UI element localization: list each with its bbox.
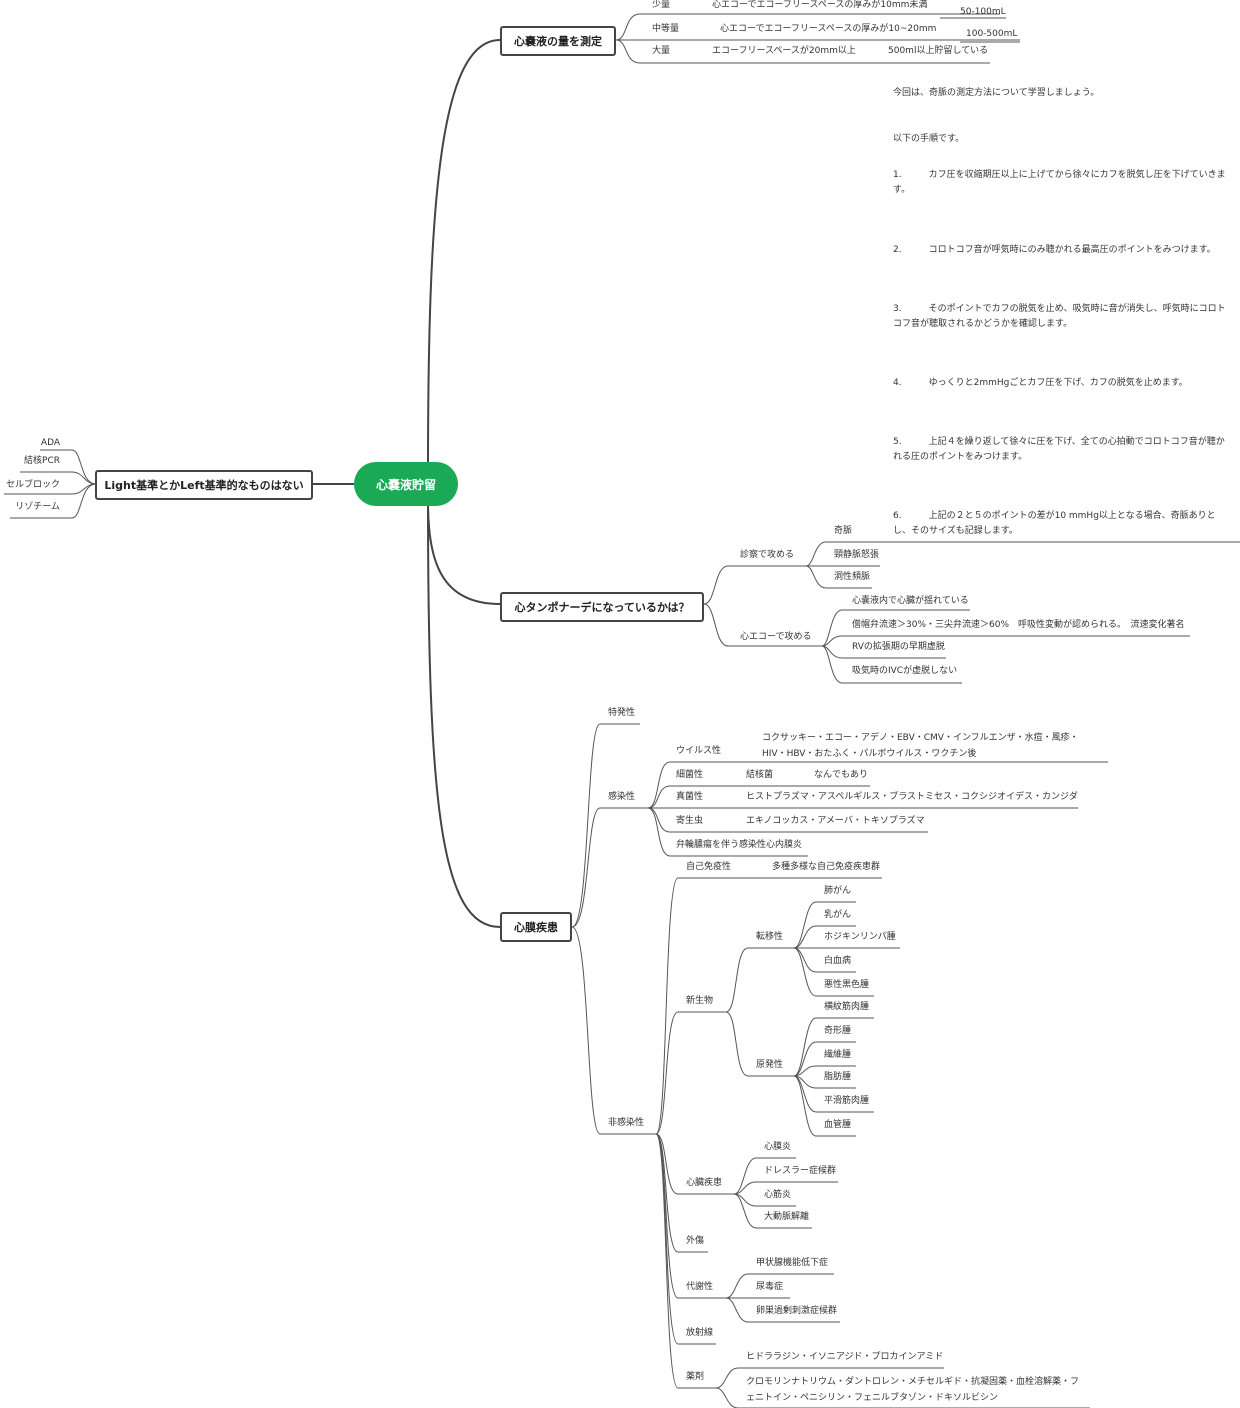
volume-node[interactable]: 心嚢液の量を測定 (500, 26, 616, 56)
met-ohss[interactable]: 卵巣過剰刺激症候群 (756, 1306, 838, 1316)
met-melanoma[interactable]: 悪性黒色腫 (824, 980, 870, 990)
note-step-2: 2. コロトコフ音が呼気時にのみ聴かれる最高圧のポイントをみつけます。 (893, 245, 1216, 255)
note-step-3: 3. そのポイントでカフの脱気を止め、吸気時に音が消失し、呼気時にコロトコフ音が… (893, 304, 1226, 329)
echo-item-swinging[interactable]: 心嚢液内で心臓が揺れている (852, 596, 969, 606)
left-item-lysozyme[interactable]: リゾチーム (15, 502, 60, 512)
cardiac-dressler[interactable]: ドレスラー症候群 (764, 1166, 837, 1176)
exam-item-tachycardia[interactable]: 洞性頻脈 (834, 572, 871, 582)
autoimmune[interactable]: 自己免疫性 (686, 862, 732, 872)
volume-medium-amount[interactable]: 100-500mL (966, 29, 1018, 39)
exam-item-paradoxical-pulse[interactable]: 奇脈 (834, 526, 853, 536)
cardiac-dissection[interactable]: 大動脈解離 (764, 1212, 810, 1222)
fungal-text[interactable]: ヒストプラズマ・アスペルギルス・ブラストミセス・コクシジオイデス・カンジダ (746, 792, 1078, 802)
root-topic[interactable]: 心嚢液貯留 (354, 462, 458, 506)
viral-text[interactable]: コクサッキー・エコー・アデノ・EBV・CMV・インフルエンザ・水痘・風疹・HIV… (762, 733, 1079, 759)
met-hypothyroid[interactable]: 甲状腺機能低下症 (756, 1258, 829, 1268)
volume-small[interactable]: 少量 (652, 0, 671, 10)
neoplasm[interactable]: 新生物 (686, 996, 714, 1006)
pri-lipoma[interactable]: 脂肪腫 (824, 1072, 852, 1082)
note-steps: 以下の手順です。 (893, 134, 965, 144)
pri-rhabdo[interactable]: 横紋筋肉腫 (824, 1002, 870, 1012)
note-intro: 今回は、奇脈の測定方法について学習しましょう。 (893, 88, 1100, 98)
volume-large-desc[interactable]: エコーフリースペースが20mm以上 (712, 46, 856, 56)
trauma[interactable]: 外傷 (686, 1236, 705, 1246)
volume-small-amount[interactable]: 50-100mL (960, 7, 1006, 17)
volume-medium-desc[interactable]: 心エコーでエコーフリースペースの厚みが10~20mm (720, 24, 937, 34)
parasite-text[interactable]: エキノコッカス・アメーバ・トキソプラズマ (746, 816, 925, 826)
cardiac-pericarditis[interactable]: 心膜炎 (764, 1142, 792, 1152)
pri-hemangioma[interactable]: 血管腫 (824, 1120, 852, 1130)
note-step-1: 1. カフ圧を収縮期圧以上に上げてから徐々にカフを脱気し圧を下げていきます。 (893, 170, 1226, 195)
exam-branch[interactable]: 診察で攻める (740, 550, 795, 560)
pri-teratoma[interactable]: 奇形腫 (824, 1026, 852, 1036)
noninfectious[interactable]: 非感染性 (608, 1118, 645, 1128)
drugs-line-1[interactable]: ヒドララジン・イソニアジド・プロカインアミド (746, 1352, 944, 1362)
trunk-disease (427, 499, 501, 928)
met-uremia[interactable]: 尿毒症 (756, 1282, 784, 1292)
idiopathic[interactable]: 特発性 (608, 708, 636, 718)
met-lung[interactable]: 肺がん (824, 886, 852, 896)
note-step-5: 5. 上記４を繰り返して徐々に圧を下げ、全ての心拍動でコロトコフ音が聴かれる圧の… (893, 437, 1225, 462)
parasite[interactable]: 寄生虫 (676, 816, 704, 826)
bacterial-tb[interactable]: 結核菌 (746, 770, 774, 780)
radiation[interactable]: 放射線 (686, 1328, 714, 1338)
note-step-4: 4. ゆっくりと2mmHgごとカフ圧を下げ、カフの脱気を止めます。 (893, 378, 1188, 388)
viral[interactable]: ウイルス性 (676, 746, 722, 756)
cardiac-myocarditis[interactable]: 心筋炎 (764, 1190, 792, 1200)
bacterial[interactable]: 細菌性 (676, 770, 704, 780)
left-item-ada[interactable]: ADA (40, 438, 60, 448)
left-item-cell-block[interactable]: セルブロック (5, 480, 60, 490)
tamponade-node[interactable]: 心タンポナーデになっているかは？ (500, 592, 704, 622)
met-breast[interactable]: 乳がん (824, 910, 852, 920)
volume-small-desc[interactable]: 心エコーでエコーフリースペースの厚みが10mm未満 (712, 0, 928, 10)
met-leukemia[interactable]: 白血病 (824, 956, 852, 966)
disease-node[interactable]: 心膜疾患 (500, 912, 572, 942)
fungal[interactable]: 真菌性 (676, 792, 704, 802)
echo-item-flow[interactable]: 僧帽弁流速＞30%・三尖弁流速＞60% 呼吸性変動が認められる。 流速変化著名 (852, 620, 1185, 630)
bacterial-any[interactable]: なんでもあり (814, 770, 869, 780)
echo-item-ivc[interactable]: 吸気時のIVCが虚脱しない (852, 666, 958, 676)
volume-large[interactable]: 大量 (652, 46, 671, 56)
left-branch-node[interactable]: Light基準とかLeft基準的なものはない (95, 470, 313, 500)
metastatic[interactable]: 転移性 (756, 932, 784, 942)
cardiac[interactable]: 心臓疾患 (686, 1178, 723, 1188)
pri-fibroma[interactable]: 繊維腫 (824, 1050, 852, 1060)
infectious[interactable]: 感染性 (608, 792, 636, 802)
echo-branch[interactable]: 心エコーで攻める (740, 632, 812, 642)
metabolic[interactable]: 代謝性 (686, 1282, 714, 1292)
left-item-tb-pcr[interactable]: 結核PCR (24, 456, 60, 466)
exam-item-jvd[interactable]: 頸静脈怒張 (834, 550, 880, 560)
volume-large-amount[interactable]: 500ml以上貯留している (888, 46, 989, 56)
pri-leiomyo[interactable]: 平滑筋肉腫 (824, 1096, 870, 1106)
valve-abscess[interactable]: 弁輪膿瘍を伴う感染性心内膜炎 (676, 840, 803, 850)
autoimmune-text[interactable]: 多種多様な自己免疫疾患群 (772, 862, 881, 872)
drugs[interactable]: 薬剤 (686, 1372, 705, 1382)
drugs-line-2[interactable]: クロモリンナトリウム・ダントロレン・メチセルギド・抗凝固薬・血栓溶解薬・フェニト… (746, 1377, 1080, 1403)
echo-item-rv-collapse[interactable]: RVの拡張期の早期虚脱 (852, 642, 945, 652)
met-hodgkin[interactable]: ホジキンリンパ腫 (824, 932, 896, 942)
trunk-volume (427, 39, 501, 471)
trunk-tamponade (427, 499, 501, 605)
note-step-6: 6. 上記の２と５のポイントの差が10 mmHg以上となる場合、奇脈ありとし、そ… (893, 511, 1216, 536)
primary[interactable]: 原発性 (756, 1060, 784, 1070)
volume-medium[interactable]: 中等量 (652, 24, 680, 34)
